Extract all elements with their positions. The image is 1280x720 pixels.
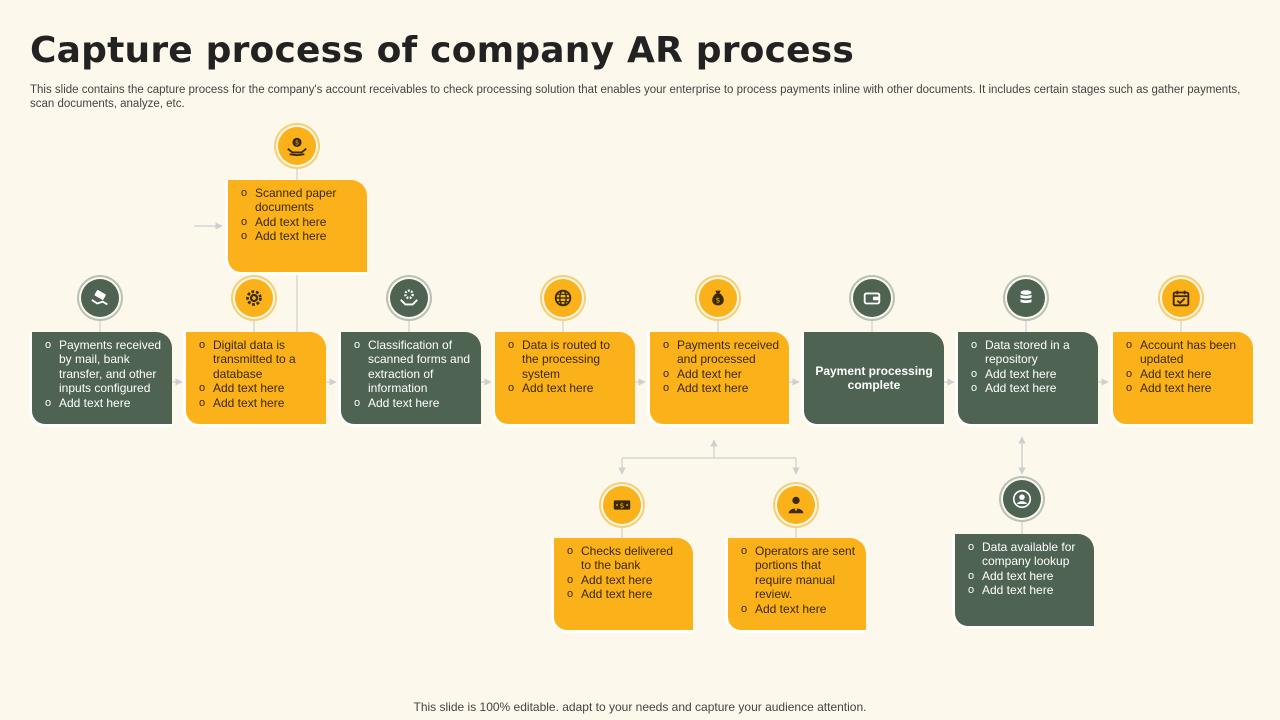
list-item: Add text here bbox=[968, 367, 1090, 382]
globe-icon bbox=[544, 279, 582, 317]
list-item: Add text here bbox=[238, 229, 359, 244]
list-item: Add text here bbox=[660, 381, 781, 396]
list-item: Data available for company lookup bbox=[965, 540, 1086, 569]
svg-text:$: $ bbox=[295, 139, 299, 147]
footer-note: This slide is 100% editable. adapt to yo… bbox=[413, 700, 867, 714]
list-item: Add text here bbox=[564, 587, 685, 602]
list-item: Add text here bbox=[505, 381, 627, 396]
gear-icon bbox=[235, 279, 273, 317]
list-item: Add text here bbox=[968, 381, 1090, 396]
list-item: Add text here bbox=[965, 583, 1086, 598]
step-checks-delivered: Checks delivered to the bank Add text he… bbox=[551, 538, 693, 633]
step-payment-complete-label: Payment processing complete bbox=[815, 363, 933, 392]
step-payments-received: Payments received by mail, bank transfer… bbox=[29, 332, 172, 427]
list-item: Add text here bbox=[196, 381, 318, 396]
list-item: Data stored in a repository bbox=[968, 338, 1090, 367]
page-subtitle: This slide contains the capture process … bbox=[30, 84, 1241, 110]
list-item: Checks delivered to the bank bbox=[564, 544, 685, 573]
database-icon bbox=[1007, 279, 1045, 317]
list-item: Add text here bbox=[196, 396, 318, 411]
list-item: Account has been updated bbox=[1123, 338, 1245, 367]
hand-money-icon bbox=[81, 279, 119, 317]
step-data-stored: Data stored in a repository Add text her… bbox=[955, 332, 1098, 427]
cash-note-icon: $ bbox=[603, 486, 641, 524]
calendar-check-icon bbox=[1162, 279, 1200, 317]
list-item: Add text here bbox=[1123, 367, 1245, 382]
list-item: Scanned paper documents bbox=[238, 186, 359, 215]
svg-text:$: $ bbox=[716, 296, 721, 305]
list-item: Add text here bbox=[351, 396, 473, 411]
page-title: Capture process of company AR process bbox=[30, 30, 855, 71]
hands-gear-icon bbox=[390, 279, 428, 317]
user-circle-icon bbox=[1003, 480, 1041, 518]
step-operators-review: Operators are sent portions that require… bbox=[725, 538, 866, 633]
list-item: Add text here bbox=[238, 215, 359, 230]
list-item: Digital data is transmitted to a databas… bbox=[196, 338, 318, 381]
list-item: Data is routed to the processing system bbox=[505, 338, 627, 381]
step-account-updated: Account has been updated Add text here A… bbox=[1110, 332, 1253, 427]
list-item: Add text here bbox=[42, 396, 164, 411]
person-icon bbox=[777, 486, 815, 524]
wallet-icon bbox=[853, 279, 891, 317]
list-item: Add text here bbox=[965, 569, 1086, 584]
list-item: Add text here bbox=[564, 573, 685, 588]
money-hands-icon: $ bbox=[278, 127, 316, 165]
step-digital-data: Digital data is transmitted to a databas… bbox=[183, 332, 326, 427]
list-item: Add text her bbox=[660, 367, 781, 382]
list-item: Classification of scanned forms and extr… bbox=[351, 338, 473, 396]
list-item: Operators are sent portions that require… bbox=[738, 544, 858, 602]
step-scanned-documents: Scanned paper documents Add text here Ad… bbox=[225, 180, 367, 275]
list-item: Payments received and processed bbox=[660, 338, 781, 367]
money-bag-icon: $ bbox=[699, 279, 737, 317]
step-data-routed: Data is routed to the processing system … bbox=[492, 332, 635, 427]
step-payment-complete: Payment processing complete bbox=[801, 332, 944, 427]
step-payments-processed: Payments received and processed Add text… bbox=[647, 332, 789, 427]
list-item: Payments received by mail, bank transfer… bbox=[42, 338, 164, 396]
list-item: Add text here bbox=[738, 602, 858, 617]
list-item: Add text here bbox=[1123, 381, 1245, 396]
svg-text:$: $ bbox=[620, 501, 625, 510]
step-company-lookup: Data available for company lookup Add te… bbox=[952, 534, 1094, 629]
step-classification: Classification of scanned forms and extr… bbox=[338, 332, 481, 427]
